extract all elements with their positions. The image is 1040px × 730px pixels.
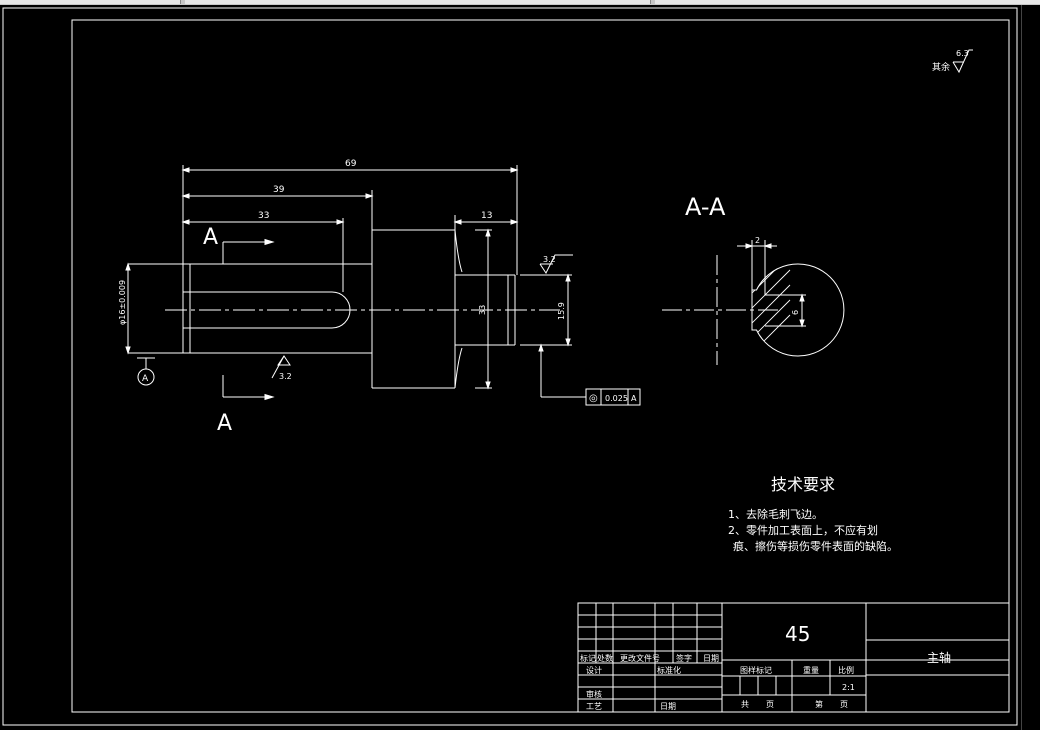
dim-keyway-depth: 6 xyxy=(791,310,800,315)
tab-segment[interactable] xyxy=(185,0,651,4)
tech-req-line-3: 痕、擦伤等损伤零件表面的缺陷。 xyxy=(733,539,898,553)
tech-req-line-2: 2、零件加工表面上，不应有划 xyxy=(728,523,878,537)
tolerance-symbol: ◎ xyxy=(589,393,598,404)
tb-count: 处数 xyxy=(597,653,613,663)
tolerance-datum: A xyxy=(631,394,637,403)
dim-right-dia: 15.9 xyxy=(557,302,566,320)
tolerance-frame xyxy=(538,343,641,406)
tb-sheet-unit2: 页 xyxy=(840,700,848,709)
section-label-bottom: A xyxy=(217,411,232,436)
dim-keyway-length: 33 xyxy=(258,211,269,221)
tb-sheet-unit: 页 xyxy=(766,700,774,709)
dim-flange-width: 13 xyxy=(481,211,492,221)
tb-doc: 更改文件号 xyxy=(620,653,660,663)
datum-symbol xyxy=(137,357,155,386)
tb-stage-mark: 图样标记 xyxy=(740,665,772,675)
section-label-top: A xyxy=(203,225,218,250)
roughness-symbols xyxy=(271,49,973,379)
roughness-bottom-left: 3.2 xyxy=(279,372,292,381)
tab-segment[interactable] xyxy=(655,0,1040,4)
sheet-inner-border xyxy=(71,19,1010,713)
tolerance-value: 0.025 xyxy=(605,394,628,403)
tech-req-title: 技术要求 xyxy=(771,475,835,494)
window-top-bar xyxy=(0,0,1040,5)
tb-process: 工艺 xyxy=(586,702,602,711)
tb-scale-value: 2:1 xyxy=(842,683,855,692)
part-name: 主轴 xyxy=(927,650,951,665)
tb-standardize: 标准化 xyxy=(657,665,681,675)
tb-review: 审核 xyxy=(586,689,602,699)
tb-date2: 日期 xyxy=(660,702,676,711)
section-view xyxy=(662,240,845,365)
surface-note-label: 其余 xyxy=(932,61,950,73)
dim-flange-dia: 33 xyxy=(478,305,487,315)
tb-total: 共 xyxy=(741,700,749,709)
surface-note-value: 6.3 xyxy=(956,49,969,58)
material-label: 45 xyxy=(785,622,810,646)
tb-nth: 第 xyxy=(815,699,823,709)
tb-mark: 标记 xyxy=(580,653,596,663)
vertical-scrollbar[interactable] xyxy=(1021,5,1040,730)
tb-sign: 签字 xyxy=(676,653,692,663)
roughness-top-right: 3.2 xyxy=(543,255,556,264)
datum-label: A xyxy=(142,374,149,384)
tech-req-line-1: 1、去除毛刺飞边。 xyxy=(728,507,823,521)
tb-design: 设计 xyxy=(586,665,602,675)
tb-weight: 重量 xyxy=(803,665,819,675)
cad-canvas[interactable]: 其余 6.3 69 39 33 13 φ16±0.009 33 15.9 2 6… xyxy=(0,5,1040,730)
section-title: A-A xyxy=(685,193,726,221)
section-cut-markers xyxy=(222,238,275,401)
sheet-outer-border xyxy=(2,7,1018,726)
tb-date: 日期 xyxy=(703,654,719,663)
dimension-lines xyxy=(125,165,572,390)
shaft-main-view xyxy=(128,229,560,389)
tb-scale: 比例 xyxy=(838,665,854,675)
dim-step-length: 39 xyxy=(273,185,285,195)
title-block xyxy=(577,602,1010,713)
tab-segment[interactable] xyxy=(0,0,181,4)
dim-shaft-dia: φ16±0.009 xyxy=(118,280,127,325)
dim-overall-length: 69 xyxy=(345,159,357,169)
dim-keyway-width: 2 xyxy=(755,236,760,245)
